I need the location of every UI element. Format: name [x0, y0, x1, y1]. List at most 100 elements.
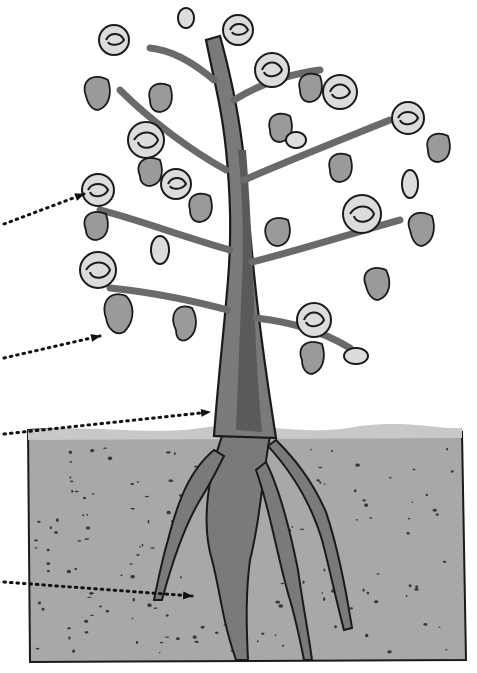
rose	[161, 169, 191, 199]
soil-speck	[67, 570, 71, 573]
soil-speck	[38, 602, 41, 605]
rose-bud	[286, 132, 306, 148]
soil-speck	[34, 539, 38, 541]
soil-speck	[433, 509, 437, 512]
soil-speck	[86, 514, 88, 516]
soil-speck	[69, 477, 71, 479]
soil-speck	[131, 508, 135, 510]
soil-speck	[166, 614, 169, 616]
soil-speck	[322, 592, 324, 594]
soil-speck	[436, 513, 439, 515]
soil-speck	[87, 597, 91, 598]
soil-speck	[331, 450, 333, 452]
soil-speck	[84, 620, 88, 623]
soil-speck	[154, 608, 158, 609]
leaf	[300, 342, 323, 374]
soil-speck	[121, 574, 123, 576]
rose	[255, 53, 289, 87]
rose	[343, 195, 381, 233]
soil-speck	[72, 650, 75, 653]
soil-speck	[324, 484, 326, 486]
soil-speck	[133, 598, 136, 601]
soil-speck	[139, 546, 141, 547]
soil-speck	[85, 631, 89, 633]
leaf	[265, 218, 290, 246]
soil-speck	[165, 637, 170, 638]
soil-speck	[159, 652, 161, 653]
soil-speck	[318, 467, 322, 469]
rose	[323, 75, 357, 109]
soil-speck	[99, 605, 102, 607]
soil-speck	[129, 563, 133, 564]
soil-speck	[451, 470, 454, 472]
soil-speck	[282, 645, 284, 647]
soil-speck	[75, 568, 78, 570]
rose	[82, 174, 114, 206]
rose	[392, 102, 424, 134]
soil-speck	[68, 636, 70, 639]
soil-speck	[70, 481, 73, 483]
soil-speck	[131, 618, 133, 619]
soil-speck	[180, 576, 182, 578]
soil-speck	[103, 448, 107, 449]
leaf	[149, 84, 172, 112]
soil-speck	[324, 569, 326, 572]
soil-speck	[147, 603, 151, 607]
soil-speck	[42, 608, 45, 611]
soil-speck	[415, 585, 418, 589]
soil-speck	[67, 627, 70, 629]
soil-speck	[275, 634, 277, 636]
soil-speck	[174, 452, 176, 455]
soil-speck	[193, 635, 197, 638]
soil-speck	[445, 649, 447, 650]
rose	[80, 252, 116, 288]
soil-speck	[166, 451, 171, 453]
soil-speck	[300, 529, 304, 530]
soil-speck	[90, 449, 94, 452]
soil-speck	[46, 562, 50, 565]
soil-speck	[136, 554, 139, 556]
soil-speck	[362, 499, 366, 501]
soil-speck	[84, 538, 89, 540]
soil-speck	[406, 595, 408, 597]
soil-speck	[407, 532, 410, 535]
leaf	[299, 74, 322, 102]
soil-speck	[376, 573, 379, 574]
soil-speck	[90, 615, 94, 616]
soil-speck	[414, 589, 418, 591]
soil-speck	[130, 575, 134, 578]
leaf	[138, 158, 161, 186]
soil-speck	[279, 604, 284, 607]
leaf	[104, 294, 132, 333]
soil-speck	[354, 489, 357, 492]
soil-speck	[47, 570, 50, 572]
rose-bud	[402, 170, 418, 198]
leaf	[189, 194, 212, 222]
rose-bud	[178, 8, 194, 28]
soil-speck	[69, 451, 72, 454]
soil-speck	[150, 547, 153, 548]
leaf	[409, 213, 434, 246]
branch-right-high	[244, 120, 390, 180]
soil-speck	[77, 540, 81, 541]
soil-speck	[137, 481, 139, 483]
soil-speck	[83, 497, 86, 499]
soil-speck	[423, 623, 427, 626]
soil-speck	[387, 650, 391, 653]
rose-bud	[151, 236, 169, 264]
soil-speck	[363, 589, 365, 592]
soil-speck	[310, 449, 312, 451]
soil-speck	[446, 448, 448, 451]
soil-speck	[75, 491, 79, 493]
soil-speck	[317, 479, 320, 481]
soil-speck	[201, 626, 205, 629]
soil-speck	[148, 520, 150, 523]
soil-speck	[92, 493, 95, 494]
leaf	[85, 77, 110, 110]
soil-speck	[54, 531, 58, 534]
soil-speck	[408, 518, 410, 520]
soil-speck	[36, 648, 40, 650]
soil-speck	[438, 627, 440, 628]
soil-speck	[412, 501, 414, 503]
soil-speck	[261, 633, 264, 635]
